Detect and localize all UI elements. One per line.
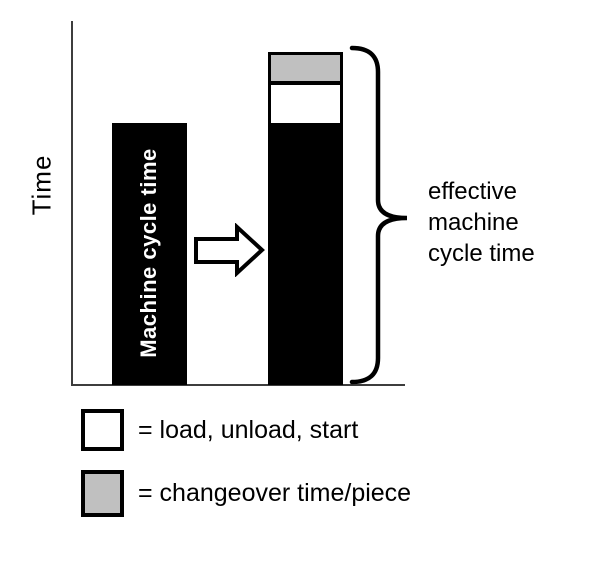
y-axis-label: Time [26, 154, 57, 216]
legend-swatch-gray [81, 470, 124, 517]
segment-load-unload-start [271, 85, 340, 123]
segment-machine-cycle-time [271, 123, 340, 382]
right-arrow-icon [194, 223, 265, 277]
legend-label: = changeover time/piece [138, 479, 412, 507]
y-axis-line [71, 21, 73, 385]
curly-brace [349, 45, 408, 385]
effective-machine-cycle-time-label: effective machine cycle time [428, 178, 535, 267]
x-axis-line [71, 384, 405, 386]
segment-changeover-time [271, 55, 340, 85]
legend-item-load-unload-start: = load, unload, start [81, 409, 358, 451]
bar-machine-cycle-time-label: Machine cycle time [136, 148, 161, 358]
bar-effective-machine-cycle-time [268, 52, 343, 385]
legend-label: = load, unload, start [138, 415, 359, 444]
legend-swatch-white [81, 409, 124, 451]
legend-item-changeover: = changeover time/piece [81, 470, 411, 517]
bar-machine-cycle-time [112, 123, 187, 385]
